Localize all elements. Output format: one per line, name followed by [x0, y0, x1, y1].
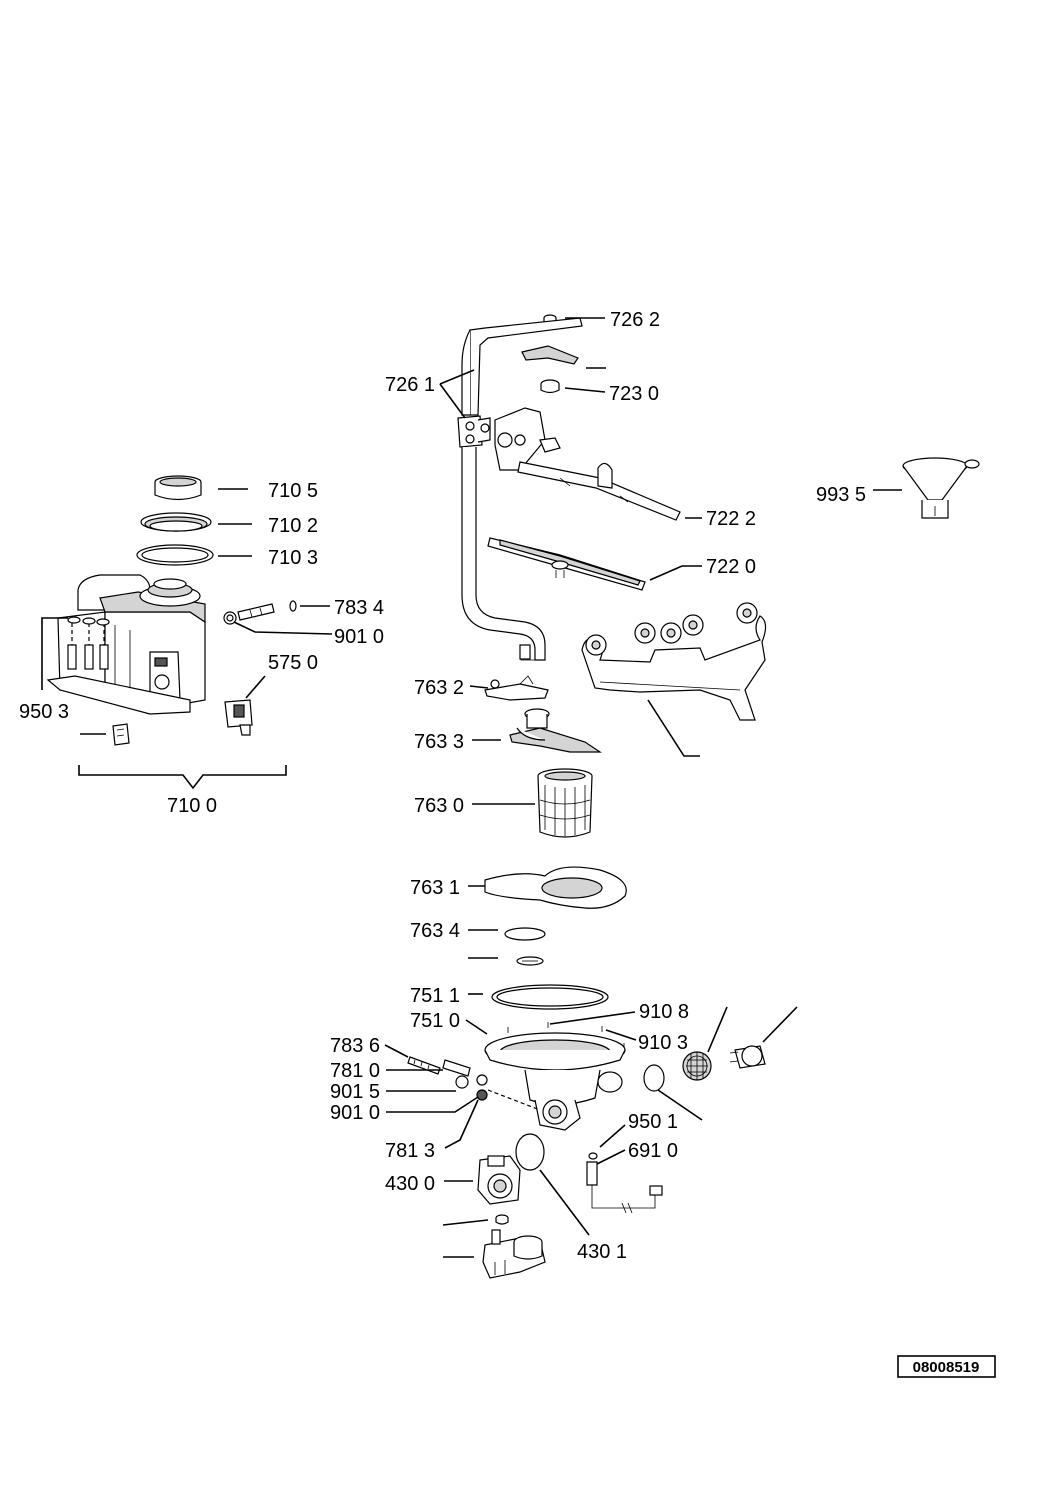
funnel-993-5-part — [902, 457, 980, 519]
callout-993-5: 993 5 — [816, 484, 866, 506]
callout-723-0: 723 0 — [609, 383, 659, 405]
part-763-2 — [484, 675, 549, 701]
pump-430-0-part — [477, 1155, 521, 1205]
spray-arm-722-0-part — [487, 537, 646, 591]
document-id: 08008519 — [913, 1359, 980, 1376]
leader-lines — [41, 317, 902, 1258]
callout-910-8: 910 8 — [639, 1001, 689, 1023]
callout-781-0: 781 0 — [330, 1060, 380, 1082]
callout-726-1: 726 1 — [385, 374, 435, 396]
callout-430-1: 430 1 — [577, 1241, 627, 1263]
salt-container-assembly — [46, 475, 297, 746]
callout-763-3: 763 3 — [414, 731, 464, 753]
callout-710-5: 710 5 — [268, 480, 318, 502]
callout-722-0: 722 0 — [706, 556, 756, 578]
callout-950-3: 950 3 — [19, 701, 69, 723]
top-spray-arm-part — [521, 345, 579, 365]
oring-right-part — [643, 1064, 665, 1092]
gasket-710-3-part — [136, 544, 214, 566]
arm-carrier-722-2-part — [494, 407, 681, 521]
callout-901-0-lower: 901 0 — [330, 1102, 380, 1124]
callout-710-3: 710 3 — [268, 547, 318, 569]
callout-950-1: 950 1 — [628, 1111, 678, 1133]
sump-housing-751-0-part — [484, 1032, 626, 1131]
ring-763-4-part — [504, 927, 546, 941]
spray-arm-supply-assembly — [407, 314, 766, 1279]
bracket-part — [112, 723, 130, 746]
callout-763-0: 763 0 — [414, 795, 464, 817]
callout-763-4: 763 4 — [410, 920, 460, 942]
motor-unit-part — [482, 1229, 546, 1279]
callout-751-0: 751 0 — [410, 1010, 460, 1032]
cap-710-5-part — [154, 475, 202, 501]
callout-575-0: 575 0 — [268, 652, 318, 674]
pipe-901-0-part — [223, 600, 297, 625]
valve-cap-part — [729, 1045, 766, 1069]
callout-labels: 726 2 726 1 723 0 710 5 710 2 710 3 993 … — [19, 309, 866, 1263]
document-id-box: 08008519 — [897, 1355, 996, 1378]
sump-plate-763-1-part — [484, 866, 627, 909]
callout-691-0: 691 0 — [628, 1140, 678, 1162]
filter-mesh-part — [682, 1051, 712, 1081]
hub-723-0-part — [540, 379, 560, 394]
ring-710-2-part — [140, 512, 212, 532]
callout-710-2: 710 2 — [268, 515, 318, 537]
hose-fittings-part — [407, 1056, 541, 1111]
callout-783-4: 783 4 — [334, 597, 384, 619]
callout-781-3: 781 3 — [385, 1140, 435, 1162]
sensor-691-0-part — [586, 1152, 663, 1214]
callout-901-0-upper: 901 0 — [334, 626, 384, 648]
callout-783-6: 783 6 — [330, 1035, 380, 1057]
seal-751-1-part — [491, 984, 609, 1010]
callout-726-2: 726 2 — [610, 309, 660, 331]
callout-710-0: 710 0 — [167, 795, 217, 817]
screws-part — [507, 1022, 625, 1049]
container-body-part — [46, 574, 206, 715]
valve-575-0-part — [224, 699, 253, 736]
callout-763-2: 763 2 — [414, 677, 464, 699]
small-nut-part — [495, 1214, 509, 1225]
callout-430-0: 430 0 — [385, 1173, 435, 1195]
callout-901-5: 901 5 — [330, 1081, 380, 1103]
callout-763-1: 763 1 — [410, 877, 460, 899]
callout-751-1: 751 1 — [410, 985, 460, 1007]
lower-spray-arm-part — [581, 602, 767, 721]
callout-722-2: 722 2 — [706, 508, 756, 530]
part-763-3 — [509, 708, 602, 753]
filter-763-0-part — [537, 768, 593, 838]
supply-tube-726-1-part — [457, 317, 583, 661]
callout-910-3: 910 3 — [638, 1032, 688, 1054]
ring-430-1-part — [515, 1133, 545, 1171]
disc-part — [516, 956, 544, 966]
